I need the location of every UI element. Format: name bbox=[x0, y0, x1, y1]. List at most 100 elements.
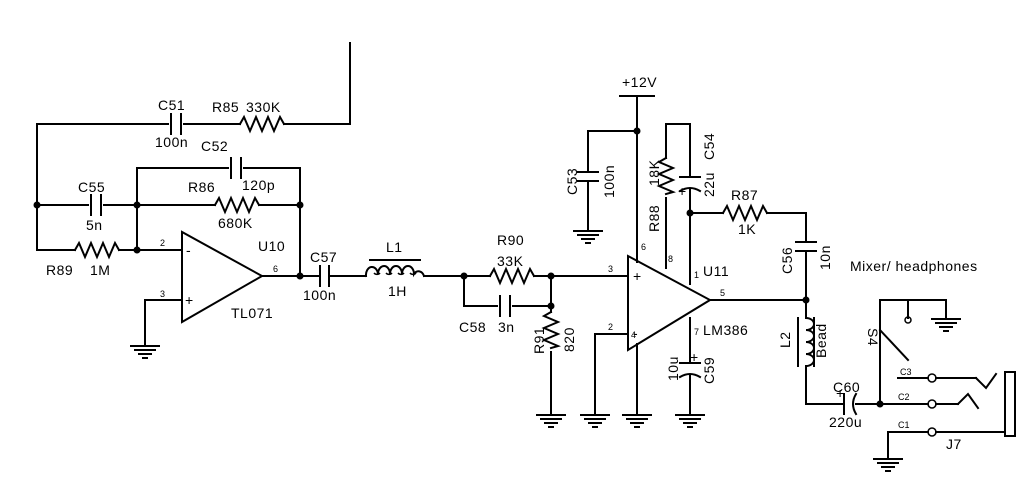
j7-c3-label: C3 bbox=[900, 367, 912, 377]
junction-dot bbox=[33, 201, 41, 209]
feedback-network-wires bbox=[36, 167, 301, 345]
ground-symbol bbox=[675, 414, 705, 428]
junction-dot bbox=[547, 302, 555, 310]
inductor-l1 bbox=[364, 259, 426, 278]
c53-ref-label: C53 bbox=[564, 168, 580, 195]
u11-supply-wires bbox=[636, 299, 881, 415]
r89-value-label: 1M bbox=[90, 262, 110, 278]
u10-ref-label: U10 bbox=[258, 238, 285, 254]
c52-value-label: 120p bbox=[242, 177, 275, 193]
c60-polarity: + bbox=[836, 385, 845, 401]
c58-value-label: 3n bbox=[498, 319, 515, 335]
capacitor-c51 bbox=[170, 113, 182, 135]
c54-polarity: + bbox=[678, 183, 687, 199]
j7-c2-label: C2 bbox=[898, 392, 910, 402]
junction-dot bbox=[460, 272, 468, 280]
power-rail-wires bbox=[587, 95, 807, 301]
c59-polarity: + bbox=[690, 349, 699, 365]
opamp-u10 bbox=[181, 230, 265, 324]
u11-plus-sign: + bbox=[633, 268, 642, 284]
u11-minus-sign: - bbox=[633, 325, 638, 341]
ground-symbol bbox=[622, 414, 652, 428]
u11-pin-3: 3 bbox=[608, 264, 613, 274]
u10-value-label: TL071 bbox=[231, 305, 273, 321]
l1-value-label: 1H bbox=[388, 283, 407, 299]
jack-j7 bbox=[879, 371, 1016, 459]
capacitor-c60 bbox=[843, 392, 858, 416]
j7-c1-label: C1 bbox=[898, 420, 910, 430]
r88-ref-label: R88 bbox=[646, 205, 662, 232]
resistor-r89 bbox=[73, 240, 121, 260]
l2-ref-label: L2 bbox=[777, 331, 793, 348]
c51-r85-feedback-net bbox=[36, 42, 351, 251]
c60-ref-label: C60 bbox=[833, 379, 860, 395]
l1-ref-label: L1 bbox=[386, 239, 403, 255]
junction-dot bbox=[133, 201, 141, 209]
r91-ref-label: R91 bbox=[531, 327, 547, 354]
r91-value-label: 820 bbox=[561, 327, 577, 352]
c56-value-label: 10n bbox=[817, 245, 833, 270]
capacitor-c52 bbox=[230, 157, 242, 179]
r90-value-label: 33K bbox=[497, 253, 524, 269]
u11-pin-7: 7 bbox=[694, 327, 699, 337]
ground-symbol bbox=[130, 345, 160, 359]
resistor-r85 bbox=[238, 114, 286, 134]
resistor-r91 bbox=[541, 310, 561, 350]
capacitor-c55 bbox=[90, 194, 102, 216]
u11-pin-8: 8 bbox=[668, 254, 673, 264]
ground-symbol bbox=[873, 458, 903, 472]
resistor-r87 bbox=[721, 203, 769, 223]
j7-ref-label: J7 bbox=[946, 436, 962, 452]
r87-value-label: 1K bbox=[738, 221, 756, 237]
resistor-r90 bbox=[488, 266, 536, 286]
c59-value-label: 10u bbox=[665, 356, 681, 381]
c51-ref-label: C51 bbox=[158, 97, 185, 113]
c54-ref-label: C54 bbox=[701, 133, 717, 160]
c57-value-label: 100n bbox=[303, 287, 336, 303]
c55-ref-label: C55 bbox=[78, 179, 105, 195]
resistor-r88 bbox=[656, 156, 676, 196]
junction-dot bbox=[633, 127, 641, 135]
c54-value-label: 22u bbox=[701, 172, 717, 197]
junction-dot bbox=[296, 201, 304, 209]
r85-value-label: 330K bbox=[246, 99, 281, 115]
output-label: Mixer/ headphones bbox=[850, 258, 978, 274]
s4-ref-label: S4 bbox=[865, 328, 881, 346]
capacitor-c57 bbox=[319, 265, 330, 287]
ground-symbol bbox=[536, 414, 566, 428]
u11-pin-5: 5 bbox=[720, 288, 725, 298]
u10-minus-sign: - bbox=[186, 242, 191, 258]
switch-s4 bbox=[878, 299, 947, 405]
c58-ref-label: C58 bbox=[459, 319, 486, 335]
r90-ref-label: R90 bbox=[497, 232, 524, 248]
u11-value-label: LM386 bbox=[703, 322, 748, 338]
c51-value-label: 100n bbox=[155, 134, 188, 150]
junction-dot bbox=[686, 209, 694, 217]
u10-plus-sign: + bbox=[185, 292, 194, 308]
capacitor-c53 bbox=[577, 171, 599, 182]
resistor-r86 bbox=[213, 195, 261, 215]
junction-dot bbox=[802, 296, 810, 304]
inductor-l2 bbox=[797, 316, 815, 368]
u11-pin-6: 6 bbox=[641, 242, 646, 252]
c59-ref-label: C59 bbox=[701, 357, 717, 384]
capacitor-c58 bbox=[499, 295, 511, 317]
junction-dot bbox=[133, 246, 141, 254]
amplifier-u11 bbox=[627, 254, 713, 352]
capacitor-c59 bbox=[678, 362, 702, 379]
c57-ref-label: C57 bbox=[310, 249, 337, 265]
r86-ref-label: R86 bbox=[188, 179, 215, 195]
c52-ref-label: C52 bbox=[201, 138, 228, 154]
ground-symbol bbox=[580, 414, 610, 428]
l2-value-label: Bead bbox=[813, 323, 829, 358]
u11-pin-2: 2 bbox=[608, 322, 613, 332]
u10-pin-6: 6 bbox=[273, 264, 278, 274]
r85-ref-label: R85 bbox=[212, 99, 239, 115]
c53-value-label: 100n bbox=[601, 165, 617, 198]
ground-symbol bbox=[573, 230, 603, 244]
r87-ref-label: R87 bbox=[731, 187, 758, 203]
power-label: +12V bbox=[622, 74, 657, 90]
ground-symbol bbox=[931, 318, 961, 332]
u10-pin-3: 3 bbox=[160, 289, 165, 299]
